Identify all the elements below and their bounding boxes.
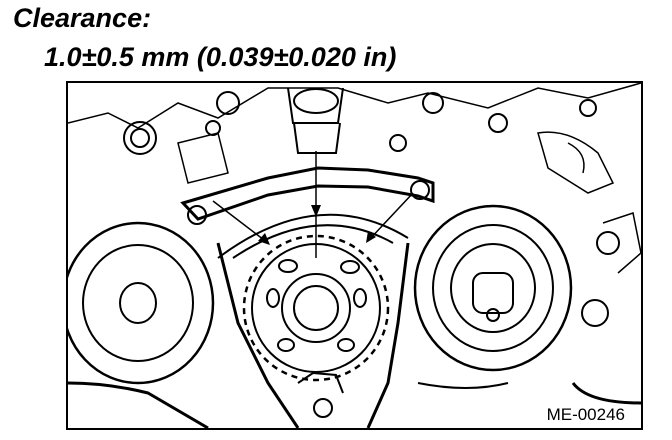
timing-belt bbox=[216, 242, 300, 428]
timing-belt-illustration bbox=[68, 83, 641, 428]
clearance-arc-inner bbox=[232, 224, 394, 259]
clearance-arrows bbox=[212, 151, 414, 258]
left-pulley bbox=[68, 221, 215, 385]
engine-block-outline bbox=[68, 83, 641, 129]
clearance-heading: Clearance: bbox=[13, 3, 152, 33]
clearance-value: 1.0±0.5 mm (0.039±0.020 in) bbox=[44, 42, 397, 72]
belt-cover bbox=[180, 166, 435, 221]
right-pulley bbox=[413, 204, 573, 372]
top-boss bbox=[287, 87, 344, 124]
figure-code: ME-00246 bbox=[546, 405, 625, 424]
engine-illustration-frame: ME-00246 bbox=[66, 81, 643, 430]
